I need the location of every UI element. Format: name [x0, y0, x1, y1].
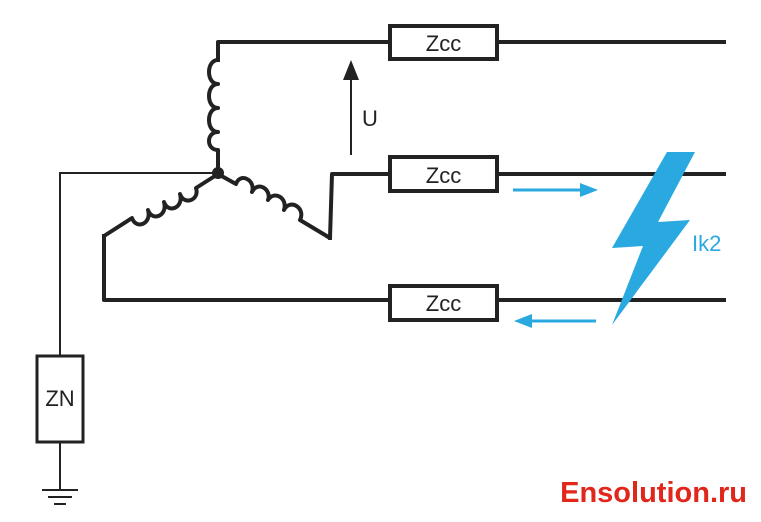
winding-bottom	[102, 172, 220, 238]
winding-middle	[216, 172, 332, 240]
impedance-label-middle: Zcc	[426, 163, 461, 188]
fault-current-arrows	[513, 183, 598, 328]
wire-middle-left	[327, 172, 392, 241]
voltage-indicator: U	[343, 60, 378, 155]
current-arrow-right-head	[580, 183, 598, 197]
neutral: ZN	[35, 167, 224, 505]
voltage-arrow-head	[343, 60, 359, 80]
phase-middle: Zcc	[216, 155, 726, 241]
wire-top-left	[216, 40, 392, 62]
phase-bottom: Zcc	[102, 172, 726, 322]
winding-top	[207, 58, 220, 174]
impedance-box-bottom	[388, 284, 499, 322]
brand-label: Ensolution.ru	[560, 477, 747, 509]
neutral-impedance-label: ZN	[45, 386, 74, 411]
wire-bottom-left	[102, 234, 392, 302]
current-arrow-left-head	[514, 314, 532, 328]
phase-top: Zcc	[207, 24, 726, 174]
impedance-box-middle	[388, 155, 499, 193]
voltage-label: U	[362, 106, 378, 131]
fault-current-label: Ik2	[692, 231, 721, 256]
lightning-bolt-icon	[612, 152, 695, 325]
neutral-wire	[59, 172, 218, 356]
ground-icon	[42, 489, 78, 505]
impedance-label-top: Zcc	[426, 31, 461, 56]
impedance-label-bottom: Zcc	[426, 291, 461, 316]
neutral-impedance-box	[35, 354, 85, 444]
impedance-box-top	[388, 24, 499, 61]
